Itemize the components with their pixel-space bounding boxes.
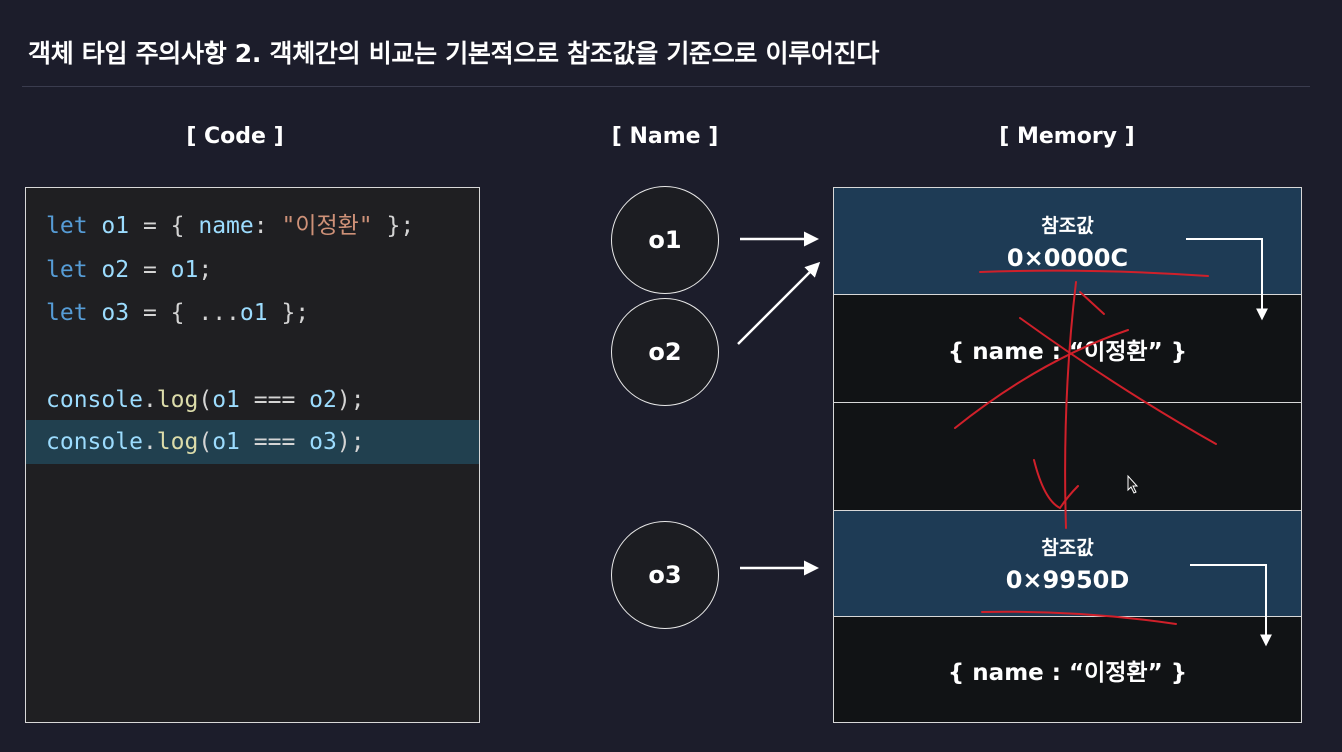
cross-stroke-2: [1019, 317, 1217, 445]
identifier: o3: [101, 300, 130, 326]
name-circle-o3: o3: [611, 521, 719, 629]
colon: :: [253, 213, 282, 239]
slide-title: 객체 타입 주의사항 2. 객체간의 비교는 기본적으로 참조값을 기준으로 이…: [28, 39, 880, 68]
identifier-ref: o1: [170, 257, 199, 283]
dot: .: [142, 387, 157, 413]
arrow-o2-to-ref1: [737, 261, 821, 345]
mouse-cursor-icon: [1127, 474, 1139, 494]
connector-line: [1064, 281, 1077, 529]
object-value: { name : “이정환” }: [947, 659, 1188, 686]
semicolon: ;: [198, 257, 213, 283]
code-panel: let o1 = { name: "이정환" }; let o2 = o1; l…: [25, 187, 480, 723]
log-function: log: [156, 387, 199, 413]
reference-address: 0×9950D: [1005, 566, 1130, 594]
cross-stroke-3: [1079, 291, 1105, 315]
underline-address-1: [979, 269, 1209, 277]
code-line-4: console.log(o1 === o2);: [26, 378, 479, 422]
string-literal: "이정환": [281, 213, 373, 239]
property-key: name: [198, 213, 254, 239]
paren-close: );: [336, 387, 365, 413]
code-line-3: let o3 = { ...o1 };: [26, 291, 479, 335]
paren-open: (: [198, 387, 213, 413]
identifier-ref: o1: [239, 300, 268, 326]
operand-b: o3: [309, 429, 337, 455]
closing: };: [372, 213, 415, 239]
strict-equal: ===: [239, 387, 310, 413]
keyword: let: [46, 213, 88, 239]
reference-label: 참조값: [1041, 214, 1094, 237]
memory-panel: 참조값 0×0000C { name : “이정환” } 참조값 0×9950D…: [833, 187, 1302, 723]
memory-cell-object-2: { name : “이정환” }: [834, 616, 1301, 722]
console-object: console: [46, 387, 143, 413]
memory-heading: [ Memory ]: [999, 124, 1135, 149]
identifier: o1: [101, 213, 130, 239]
console-object: console: [46, 429, 143, 455]
name-label-o2: o2: [648, 338, 682, 366]
code-line-5-highlighted: console.log(o1 === o3);: [26, 420, 479, 464]
title-divider: [22, 86, 1310, 87]
cross-stroke-1: [954, 329, 1129, 429]
operand-a: o1: [212, 429, 240, 455]
code-line-2: let o2 = o1;: [26, 248, 479, 292]
name-heading: [ Name ]: [611, 124, 719, 149]
memory-cell-reference-1: 참조값 0×0000C: [834, 188, 1301, 294]
arrow-ref1-to-obj1: [1186, 238, 1268, 321]
operand-b: o2: [309, 387, 337, 413]
memory-cell-reference-2: 참조값 0×9950D: [834, 510, 1301, 616]
reference-label: 참조값: [1041, 537, 1094, 559]
reference-address: 0×0000C: [1006, 243, 1129, 272]
operand-a: o1: [212, 387, 240, 413]
code-heading: [ Code ]: [186, 124, 284, 149]
operator: =: [129, 257, 171, 283]
closing: };: [267, 300, 310, 326]
name-circle-o1: o1: [611, 186, 719, 294]
strict-equal: ===: [239, 429, 310, 455]
identifier: o2: [101, 257, 130, 283]
keyword: let: [46, 300, 88, 326]
paren-open: (: [198, 429, 213, 455]
underline-address-2: [981, 610, 1177, 625]
dot: .: [142, 429, 157, 455]
keyword: let: [46, 257, 88, 283]
paren-close: );: [336, 429, 365, 455]
code-line-1: let o1 = { name: "이정환" };: [26, 204, 479, 248]
connector-arrowhead: [1033, 459, 1079, 510]
name-label-o3: o3: [648, 561, 682, 589]
red-annotation-marks: [954, 269, 1217, 625]
spread-operator: = { ...: [129, 300, 240, 326]
name-label-o1: o1: [648, 226, 682, 254]
log-function: log: [156, 429, 199, 455]
operator: = {: [129, 213, 199, 239]
name-circle-o2: o2: [611, 298, 719, 406]
arrow-ref2-to-obj2: [1190, 564, 1272, 647]
